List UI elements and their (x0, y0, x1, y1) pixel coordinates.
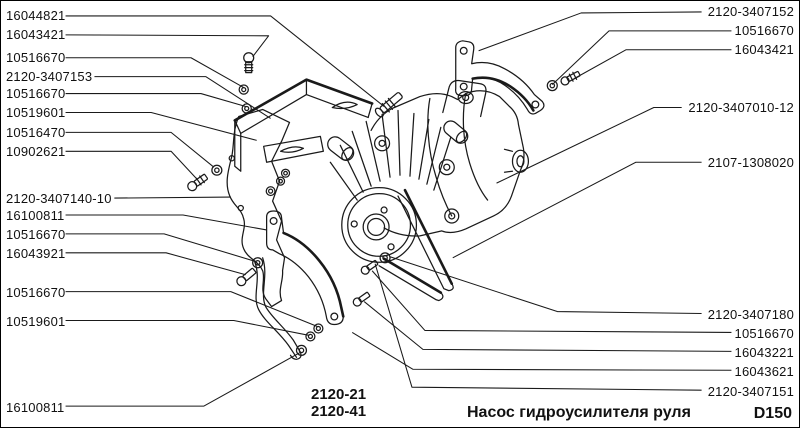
washer-stack (296, 324, 322, 355)
part-number-label: 16043621 (734, 364, 794, 379)
part-number-label: 16043421 (734, 42, 794, 57)
diagram-caption: Насос гидроусилителя руля (467, 404, 691, 421)
leader-line (66, 321, 310, 336)
part-number-label: 10516470 (6, 125, 66, 140)
leader-line (497, 108, 682, 184)
bolt (560, 70, 581, 86)
part-number-label: 10516670 (734, 23, 794, 38)
leader-line (453, 162, 702, 258)
spacer-bushing (441, 118, 471, 146)
leader-line (114, 197, 230, 198)
pump-pulley (342, 188, 417, 263)
part-number-label: 16044821 (6, 8, 66, 23)
screw-vertical (244, 53, 254, 73)
part-number-label: 2120-3407180 (707, 307, 794, 322)
part-number-label: 16043221 (734, 345, 794, 360)
mounting-plate (227, 109, 289, 306)
part-number-label: 2120-3407140-10 (6, 191, 112, 206)
leader-lines (66, 12, 732, 406)
leader-line (66, 58, 244, 88)
washer (212, 165, 222, 175)
leader-line (66, 352, 301, 406)
leader-line (364, 302, 731, 352)
leader-line (66, 215, 267, 230)
model-code-line2: 2120-41 (311, 403, 367, 420)
leader-line (390, 257, 702, 314)
part-number-label: 10519601 (6, 105, 66, 120)
part-number-label: 2120-3407153 (6, 69, 93, 84)
washer (253, 258, 263, 268)
top-right-bracket (456, 41, 544, 114)
leader-line (375, 264, 701, 390)
drive-belt (379, 190, 453, 300)
part-number-label: 10519601 (6, 314, 66, 329)
part-number-label: 10516670 (6, 50, 66, 65)
part-number-label: 16100811 (6, 400, 65, 415)
leader-line (66, 292, 318, 327)
leader-line (66, 94, 246, 107)
pump-body (371, 81, 528, 236)
leader-line (479, 12, 702, 51)
leader-line (66, 112, 257, 140)
leader-line (66, 234, 257, 262)
screw-angled (186, 173, 209, 193)
leader-line (66, 35, 269, 57)
washer-stack (266, 169, 289, 195)
part-number-label: 16043421 (6, 27, 66, 42)
pump-ribs (330, 110, 450, 200)
leader-line (552, 31, 731, 85)
washer (547, 81, 557, 91)
pulley-bolt (380, 253, 390, 263)
part-number-label: 2120-3407151 (707, 384, 794, 399)
part-number-label: 10516670 (734, 326, 794, 341)
model-code-line1: 2120-21 (311, 386, 367, 403)
bolt (235, 267, 257, 288)
leader-line (66, 151, 197, 179)
leader-line (66, 16, 385, 107)
part-number-label: 2120-3407010-12 (688, 100, 794, 115)
nut (242, 104, 251, 113)
leader-line (94, 77, 270, 119)
diagram-code: D150 (753, 405, 792, 422)
leader-line (66, 132, 214, 167)
long-bolt (374, 91, 405, 119)
bolt (352, 291, 371, 308)
leader-line (372, 271, 731, 333)
part-number-label: 16043921 (6, 246, 66, 261)
leader-line (66, 253, 246, 275)
part-number-label: 2120-3407152 (707, 4, 794, 19)
part-number-label: 16100811 (6, 208, 65, 223)
part-number-label: 10516670 (6, 285, 66, 300)
model-codes: 2120-21 2120-41 (311, 386, 366, 420)
upper-channel-bracket (235, 80, 372, 172)
part-number-label: 2107-1308020 (707, 155, 794, 170)
bolt (360, 259, 379, 276)
lower-curved-bracket (255, 211, 344, 359)
part-number-label: 10516670 (6, 86, 66, 101)
leader-line (352, 332, 731, 370)
spacer-bushing (325, 134, 357, 164)
leader-line (574, 50, 731, 79)
part-number-label: 10516670 (6, 227, 66, 242)
part-number-label: 10902621 (6, 144, 66, 159)
